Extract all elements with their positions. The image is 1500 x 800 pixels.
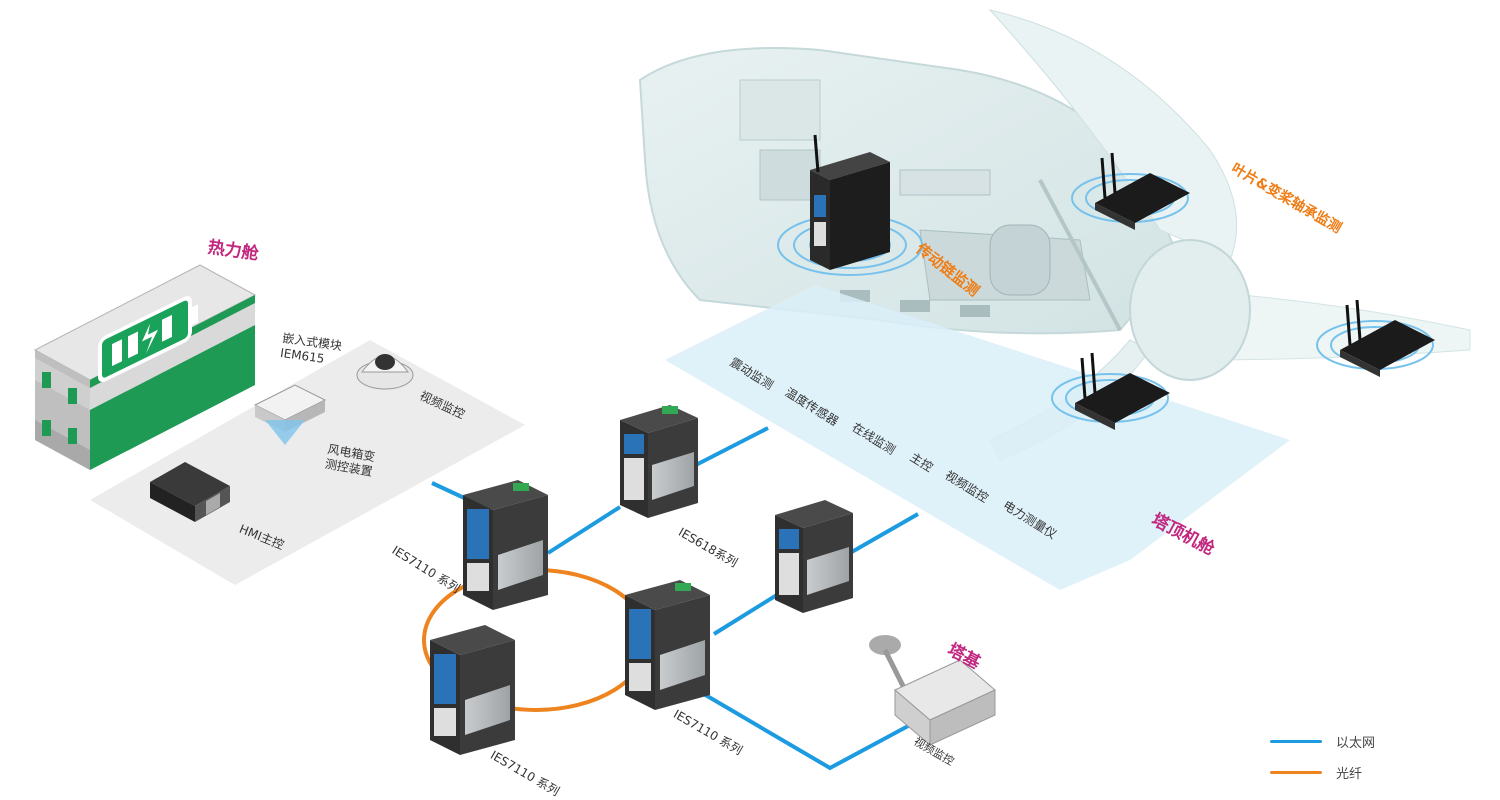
antenna-icon [813,134,820,173]
dome-camera-icon [356,354,414,390]
legend-ethernet-label: 以太网 [1336,736,1376,751]
router-board-hub-right [1316,299,1435,377]
thermal-cabin-container [33,264,257,470]
bullet-camera-icon [869,635,996,747]
ethernet-links [431,426,919,771]
legend-ethernet: 以太网 [1270,732,1375,751]
router-board-hub-bottom [1051,352,1170,430]
switch-ies7110-top-left [463,480,548,610]
legend-fiber: 光纤 [1270,763,1362,782]
embedded-module-iem615 [253,384,327,445]
switch-ies7110-ring-bottom [430,625,515,755]
wind-turbine-illustration [638,9,1471,461]
battery-icon [98,296,198,382]
router-board-blade-top [1071,152,1190,230]
legend-ethernet-swatch [1270,740,1322,743]
hmi-controller [150,462,230,522]
nacelle-platform [665,285,1290,590]
legend-fiber-swatch [1270,771,1322,774]
legend-fiber-label: 光纤 [1336,767,1363,782]
switch-ies618 [620,405,698,518]
nacelle-router [810,134,890,270]
cabin-platform [90,340,525,585]
switch-ies618-right [775,500,853,613]
switch-ies7110-ring-right [625,580,710,710]
